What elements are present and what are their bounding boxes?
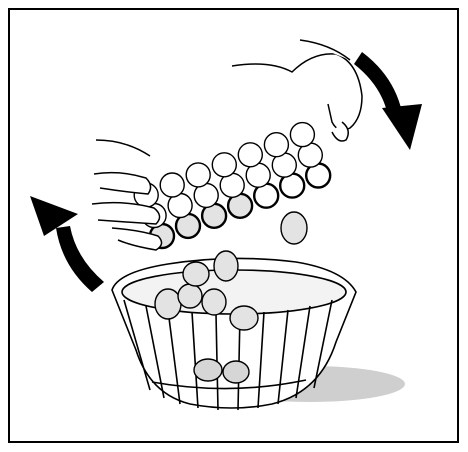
tray-cup: [264, 133, 288, 157]
tray-cup: [238, 143, 262, 167]
falling-ice-cube: [281, 212, 307, 244]
tray-cup: [160, 173, 184, 197]
tray-cup: [290, 123, 314, 147]
tray-cup: [212, 153, 236, 177]
tray-cup: [186, 163, 210, 187]
